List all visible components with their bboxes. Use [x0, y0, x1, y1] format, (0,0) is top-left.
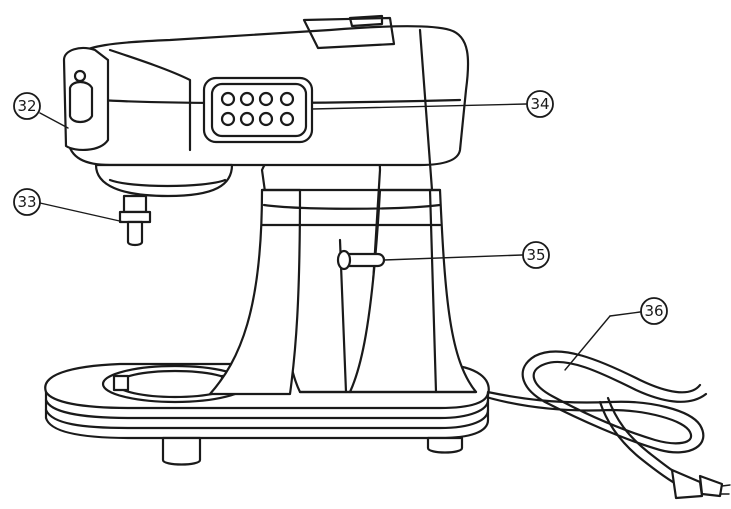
control-buttons — [220, 91, 295, 127]
callout-32: 32 — [13, 92, 41, 120]
control-button — [279, 91, 295, 107]
head-release-lever — [336, 249, 386, 271]
control-button — [258, 91, 274, 107]
leader-lines — [39, 103, 641, 371]
callout-label: 32 — [17, 97, 36, 115]
callout-label: 33 — [17, 193, 36, 211]
callout-35: 35 — [522, 241, 550, 269]
control-button — [239, 91, 255, 107]
callout-label: 35 — [526, 246, 545, 264]
control-button — [220, 91, 236, 107]
drive-shaft — [118, 194, 152, 247]
control-button — [239, 111, 255, 127]
control-panel — [202, 76, 314, 144]
control-button — [279, 111, 295, 127]
callout-36: 36 — [640, 297, 668, 325]
callout-34: 34 — [526, 90, 554, 118]
callout-33: 33 — [13, 188, 41, 216]
control-button — [258, 111, 274, 127]
power-cord — [468, 350, 731, 500]
callout-label: 36 — [644, 302, 663, 320]
callout-label: 34 — [530, 95, 549, 113]
mixer-column — [208, 138, 478, 396]
control-button — [220, 111, 236, 127]
